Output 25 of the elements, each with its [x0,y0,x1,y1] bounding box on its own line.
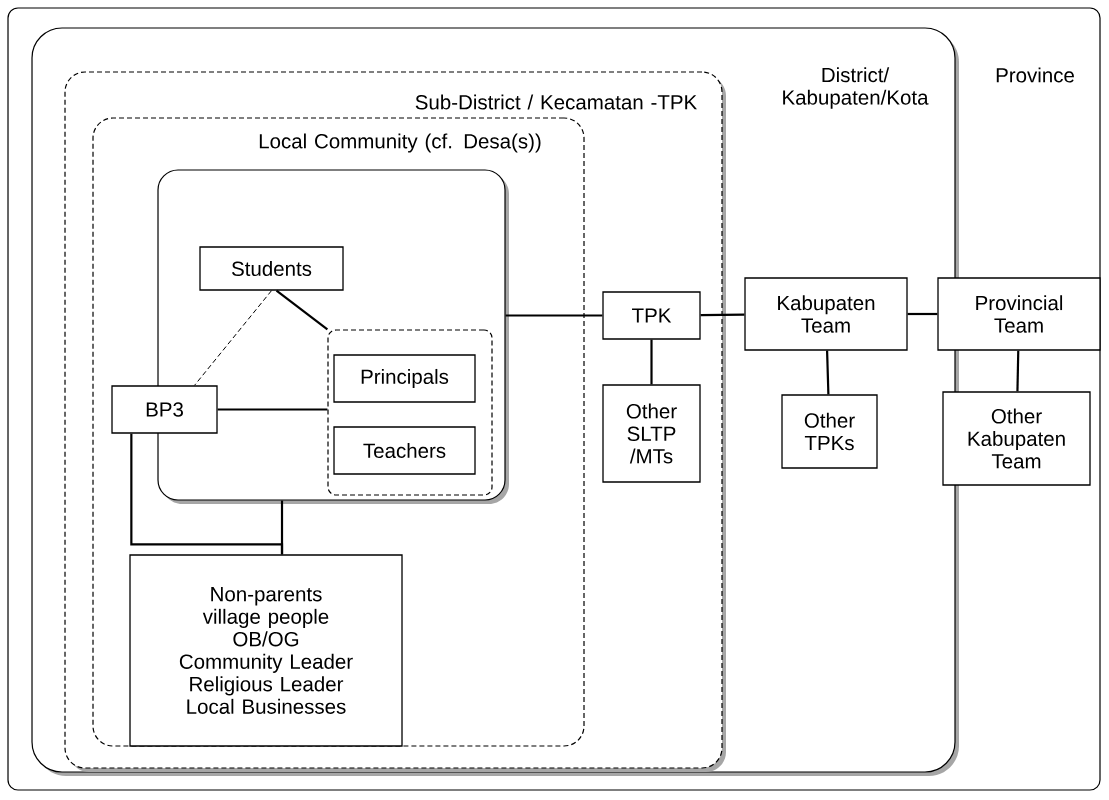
region-label: District/ Kabupaten/Kota [783,67,929,109]
connector-line [505,314,603,317]
students-box: Students [199,246,344,291]
team-box: Kabupaten Team [744,277,908,351]
region-label: Local Community (cf. Desa(s)) [259,133,541,153]
bp3-box: BP3 [111,385,218,434]
connector-line [650,339,653,385]
connector-line [826,350,830,395]
community-members-box: Non-parents village people OB/OG Community Leader Religious Leader Local Businesses [129,554,403,747]
teachers-box: Teachers [333,426,476,475]
region-label: Province [996,67,1074,83]
connector-line [700,313,745,317]
connector-line [907,312,938,316]
team-box: Provincial Team [937,277,1101,351]
connector-line [217,408,328,411]
school-list-box: Other SLTP /MTs [602,384,701,483]
connector-line [275,289,329,331]
principals-box: Principals [333,354,476,403]
connector-line [1016,350,1020,392]
team-list-box: Other Kabupaten Team [942,391,1091,486]
connector-line [194,290,272,386]
tpk-box: TPK [602,291,701,340]
tpk-list-box: Other TPKs [781,394,878,469]
region-label: Sub-District / Kecamatan -TPK [415,94,697,110]
connector-line [280,500,284,555]
